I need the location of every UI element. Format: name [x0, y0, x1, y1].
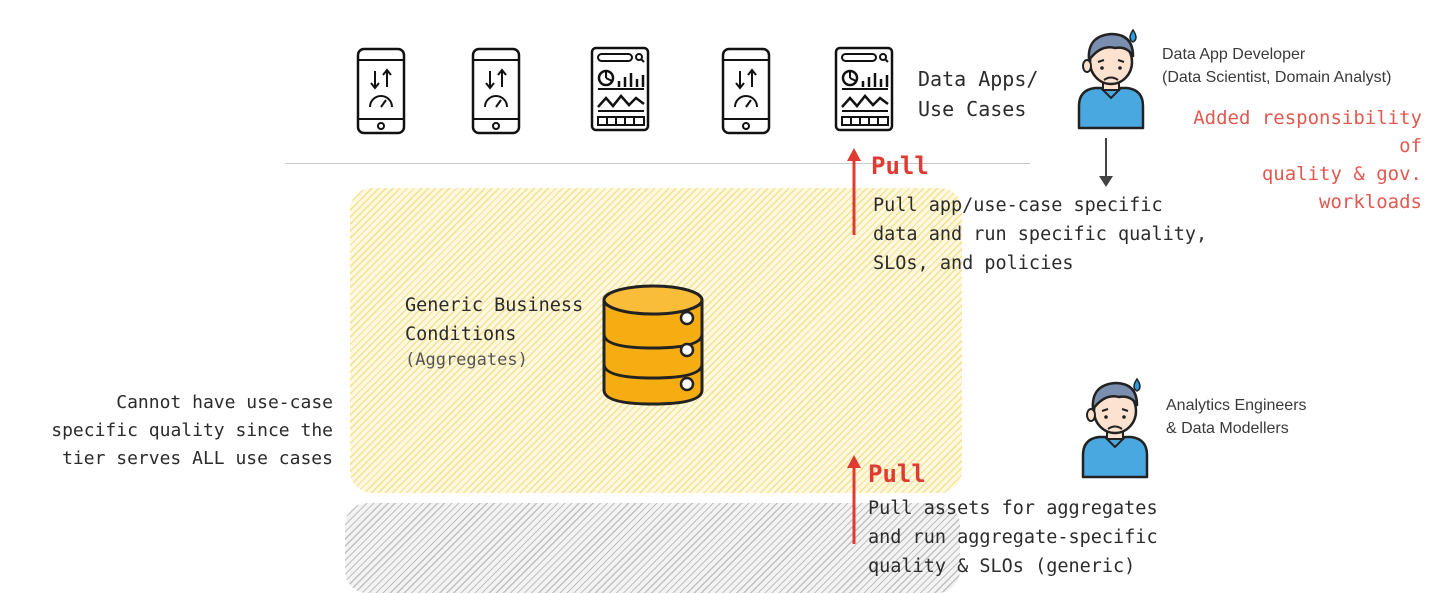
- pull-up-arrow-icon: [847, 455, 861, 544]
- data-apps-label-line1: Data Apps/: [918, 67, 1039, 91]
- pull-top-line1: Pull app/use-case specific: [873, 195, 1163, 216]
- worried-person-icon: [1077, 28, 1145, 130]
- pull-bottom-line3: quality & SLOs (generic): [868, 556, 1136, 577]
- mobile-app-icon: [721, 47, 771, 135]
- pull-top-line2: data and run specific quality,: [873, 224, 1208, 245]
- tier-limitation-line3: tier serves ALL use cases: [62, 448, 333, 469]
- dashboard-app-icon: [834, 46, 894, 132]
- mobile-app-icon: [471, 47, 521, 135]
- pull-bottom-title: Pull: [868, 460, 926, 488]
- mobile-app-icon: [356, 47, 406, 135]
- developer-role: Data App Developer (Data Scientist, Doma…: [1162, 43, 1391, 89]
- aggregates-title: Generic Business Conditions: [405, 291, 583, 349]
- pull-bottom-line1: Pull assets for aggregates: [868, 498, 1158, 519]
- tier-limitation-note: Cannot have use-case specific quality si…: [40, 389, 333, 473]
- database-icon: [602, 284, 704, 406]
- aggregates-tier: [350, 188, 962, 493]
- developer-subtitle: (Data Scientist, Domain Analyst): [1162, 69, 1392, 86]
- aggregates-line2: Conditions: [405, 324, 517, 345]
- engineers-line2: & Data Modellers: [1166, 420, 1289, 437]
- pull-top-title: Pull: [871, 152, 929, 180]
- down-arrow-icon: [1099, 138, 1113, 187]
- source-tier: [345, 503, 960, 593]
- dashboard-app-icon: [590, 46, 650, 132]
- worried-person-icon: [1081, 377, 1149, 479]
- data-apps-label: Data Apps/ Use Cases: [918, 64, 1038, 124]
- engineers-role: Analytics Engineers & Data Modellers: [1166, 394, 1307, 440]
- engineers-line1: Analytics Engineers: [1166, 397, 1307, 414]
- responsibility-note: Added responsibility of quality & gov. w…: [1160, 104, 1422, 216]
- data-apps-label-line2: Use Cases: [918, 97, 1027, 121]
- tier-limitation-line2: specific quality since the: [51, 420, 333, 441]
- responsibility-note-line1: Added responsibility of: [1193, 107, 1422, 157]
- pull-top-line3: SLOs, and policies: [873, 253, 1074, 274]
- top-separator: [285, 163, 1030, 164]
- pull-bottom-description: Pull assets for aggregates and run aggre…: [868, 494, 1158, 581]
- responsibility-note-line2: quality & gov. workloads: [1261, 163, 1422, 213]
- tier-limitation-line1: Cannot have use-case: [116, 392, 333, 413]
- aggregates-subtitle: (Aggregates): [405, 350, 528, 370]
- developer-title: Data App Developer: [1162, 46, 1306, 63]
- pull-up-arrow-icon: [847, 148, 861, 235]
- pull-top-description: Pull app/use-case specific data and run …: [873, 191, 1207, 278]
- aggregates-line1: Generic Business: [405, 295, 584, 316]
- pull-bottom-line2: and run aggregate-specific: [868, 527, 1158, 548]
